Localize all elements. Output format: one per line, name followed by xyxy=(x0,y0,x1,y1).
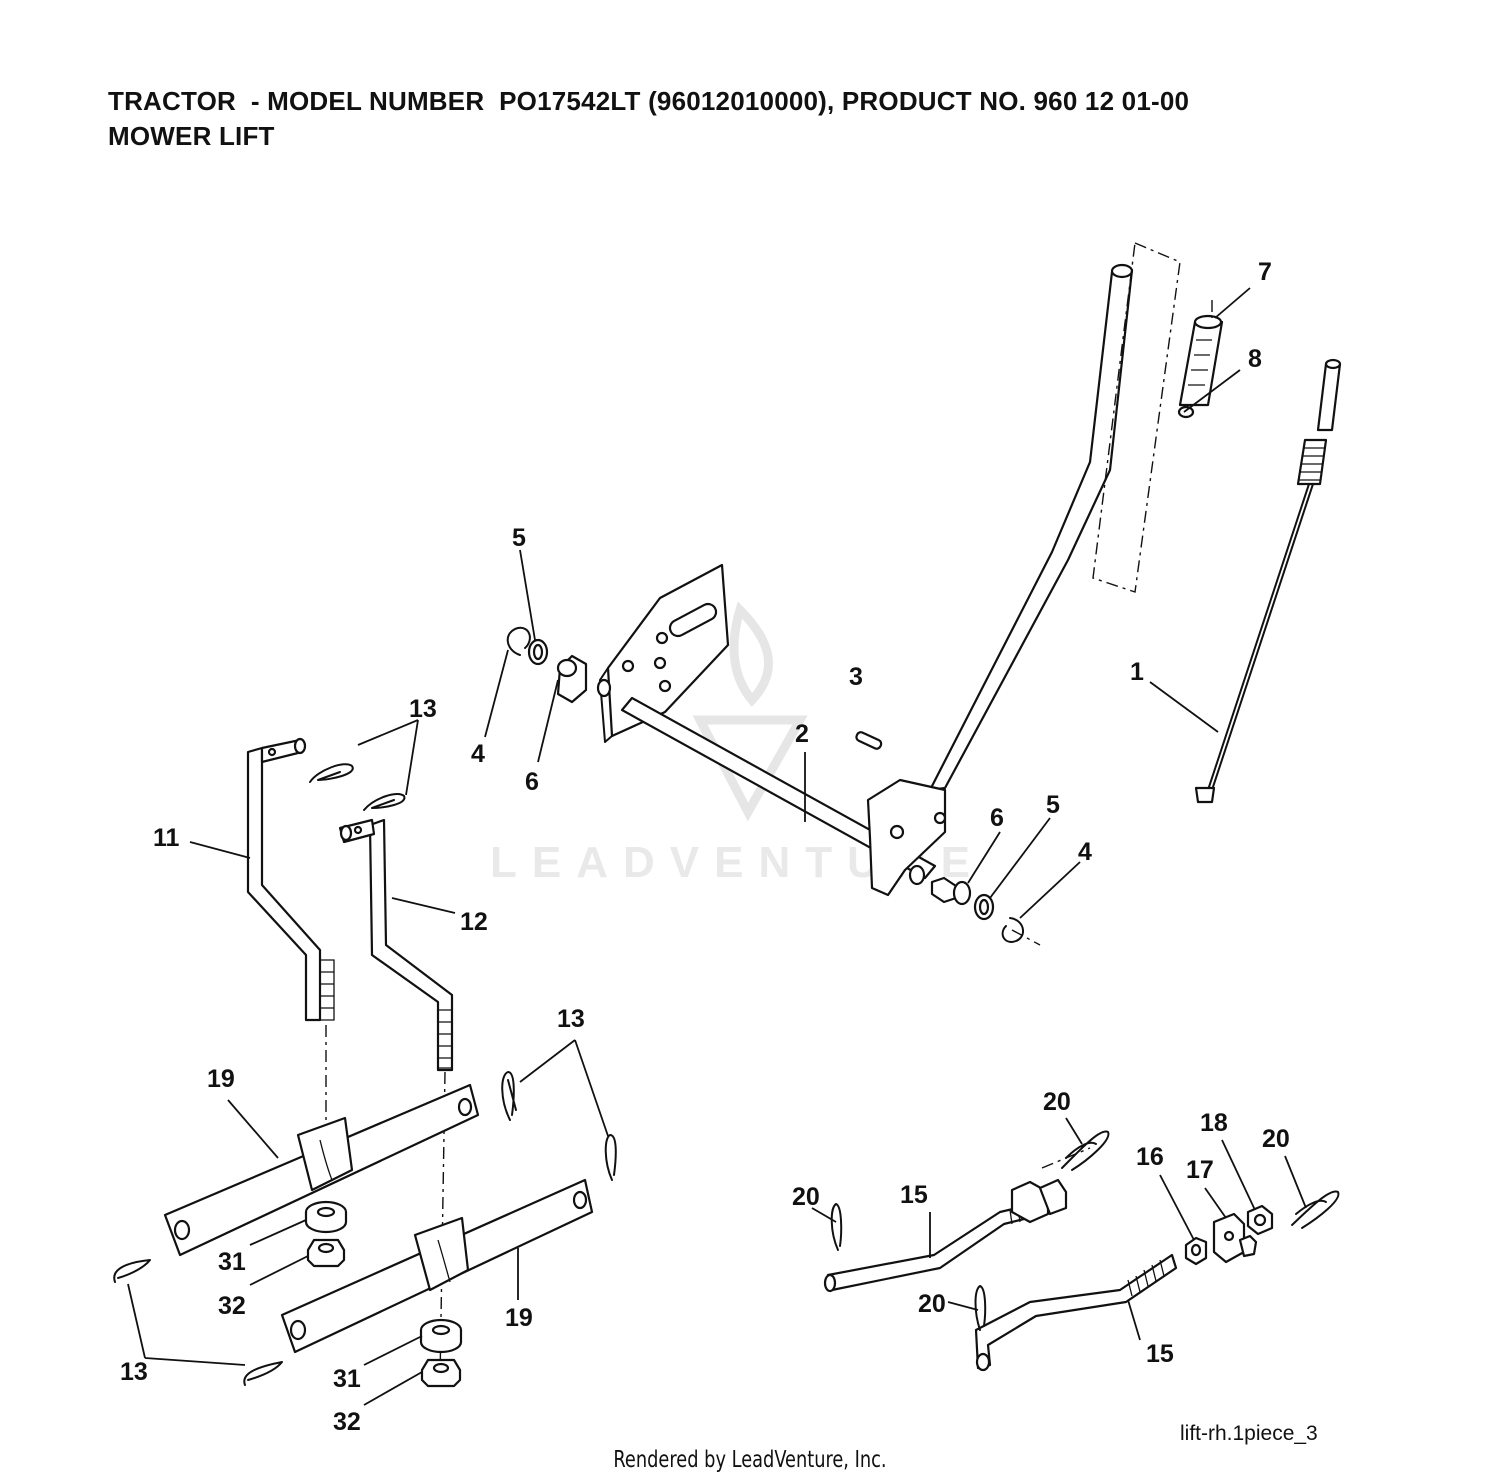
lift-lever-handle xyxy=(928,241,1181,792)
diagram-title: TRACTOR - MODEL NUMBER PO17542LT (960120… xyxy=(108,86,1190,116)
footer-credit: Rendered by LeadVenture, Inc. xyxy=(613,1447,887,1473)
callout-16: 16 xyxy=(1136,1143,1164,1171)
callout-15-lower: 15 xyxy=(1146,1340,1174,1368)
lift-arm-lower xyxy=(280,1178,594,1354)
callout-20-bottom: 20 xyxy=(918,1290,946,1318)
lift-cross-shaft xyxy=(596,678,947,897)
callout-5-right: 5 xyxy=(1046,791,1060,819)
callout-7: 7 xyxy=(1258,258,1272,286)
callout-18: 18 xyxy=(1200,1109,1228,1137)
drawing-code: lift-rh.1piece_3 xyxy=(1180,1422,1318,1445)
hairpin-clips-lower xyxy=(113,1071,617,1386)
callout-20-top: 20 xyxy=(1043,1088,1071,1116)
lift-link-rod-11 xyxy=(246,737,335,1160)
callout-19-lower: 19 xyxy=(505,1304,533,1332)
callout-5-left: 5 xyxy=(512,524,526,552)
callout-19-upper: 19 xyxy=(207,1065,235,1093)
assist-spring-rod xyxy=(1194,358,1342,804)
handle-grip xyxy=(1177,300,1224,419)
bushing-nut-stack-left xyxy=(304,1200,348,1268)
callout-numbers: 1 2 3 4 4 5 5 6 6 7 8 11 12 13 13 13 15 … xyxy=(120,258,1290,1436)
callout-8: 8 xyxy=(1248,345,1262,373)
callout-11: 11 xyxy=(153,824,180,852)
callout-6-right: 6 xyxy=(990,804,1004,832)
callout-20-left: 20 xyxy=(792,1183,820,1211)
callout-4-left: 4 xyxy=(471,740,485,768)
lever-bracket-plate xyxy=(599,563,730,743)
adjuster-hardware xyxy=(1184,1204,1274,1266)
deck-rod-upper xyxy=(823,1147,1091,1293)
callout-6-left: 6 xyxy=(525,768,539,796)
callout-3: 3 xyxy=(849,663,863,691)
callout-13-bottom: 13 xyxy=(120,1358,148,1386)
callout-17: 17 xyxy=(1186,1156,1214,1184)
leader-lines xyxy=(127,287,1307,1406)
callout-12: 12 xyxy=(460,908,488,936)
bushing-nut-stack-right xyxy=(419,1318,463,1388)
callout-4-right: 4 xyxy=(1078,838,1092,866)
callout-2: 2 xyxy=(795,720,809,748)
hairpin-clips-20 xyxy=(830,1130,1340,1331)
deck-rod-lower xyxy=(974,1253,1178,1372)
callout-32-left: 32 xyxy=(218,1292,246,1320)
callout-31-right: 31 xyxy=(333,1365,361,1393)
hardware-left xyxy=(506,626,588,704)
lift-arm-upper xyxy=(163,1083,480,1257)
callout-13-top: 13 xyxy=(409,695,437,723)
callout-32-right: 32 xyxy=(333,1408,361,1436)
callout-31-left: 31 xyxy=(218,1248,246,1276)
callout-13-middle: 13 xyxy=(557,1005,585,1033)
hardware-right xyxy=(930,876,1041,946)
diagram-subtitle: MOWER LIFT xyxy=(108,121,275,151)
callout-15-upper: 15 xyxy=(900,1181,928,1209)
callout-20-right: 20 xyxy=(1262,1125,1290,1153)
hairpin-clips-upper xyxy=(309,763,406,811)
roll-pin xyxy=(855,731,883,750)
callout-1: 1 xyxy=(1130,658,1144,686)
